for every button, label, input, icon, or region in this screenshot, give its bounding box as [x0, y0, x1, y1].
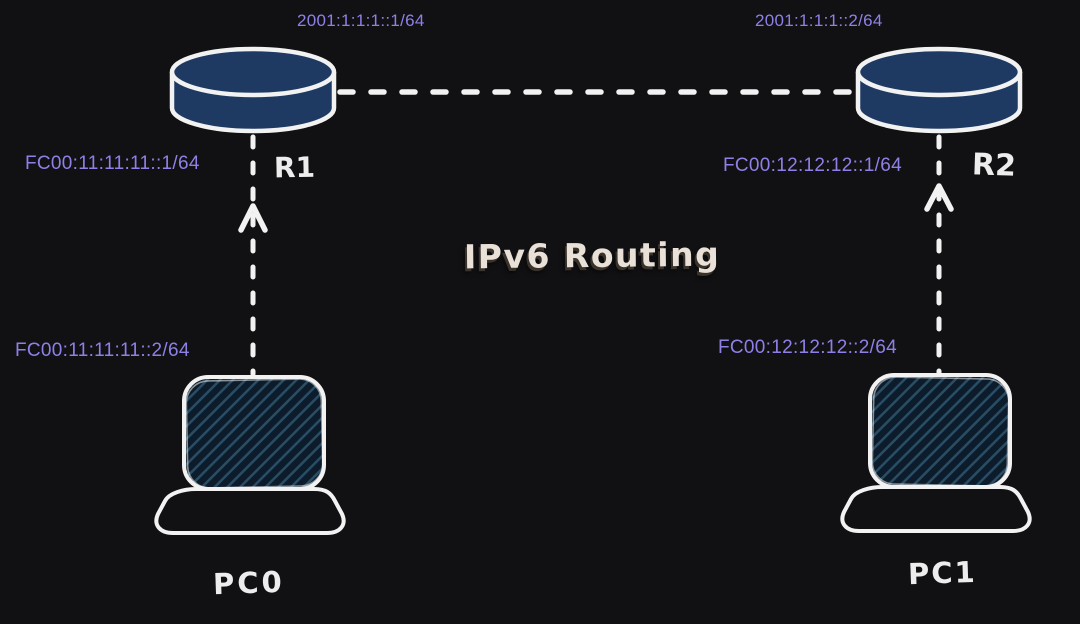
address-label-pc0: FC00:11:11:11::2/64	[15, 340, 190, 361]
laptop-pc1-icon	[840, 373, 1032, 533]
link-pc0-r1-arrow	[238, 134, 268, 377]
arrowhead-up-icon	[924, 183, 954, 212]
node-label-pc1: PC1	[907, 554, 978, 592]
address-label-r1-lan: FC00:11:11:11::1/64	[25, 153, 200, 174]
router-r2-icon	[855, 46, 1023, 134]
address-label-pc1: FC00:12:12:12::2/64	[718, 337, 897, 358]
address-label-r1-wan: 2001:1:1:1::1/64	[297, 11, 425, 30]
laptop-pc0-icon	[154, 375, 346, 535]
address-label-r2-lan: FC00:12:12:12::1/64	[723, 155, 902, 176]
node-label-pc0: PC0	[212, 564, 286, 602]
link-pc1-r2-arrow	[924, 134, 954, 377]
node-label-r1: R1	[273, 150, 316, 185]
diagram-title: IPv6 Routing	[463, 234, 721, 277]
address-label-r2-wan: 2001:1:1:1::2/64	[755, 11, 883, 30]
arrowhead-up-icon	[238, 203, 268, 233]
router-r1-icon	[169, 46, 337, 134]
node-label-r2: R2	[971, 147, 1017, 184]
